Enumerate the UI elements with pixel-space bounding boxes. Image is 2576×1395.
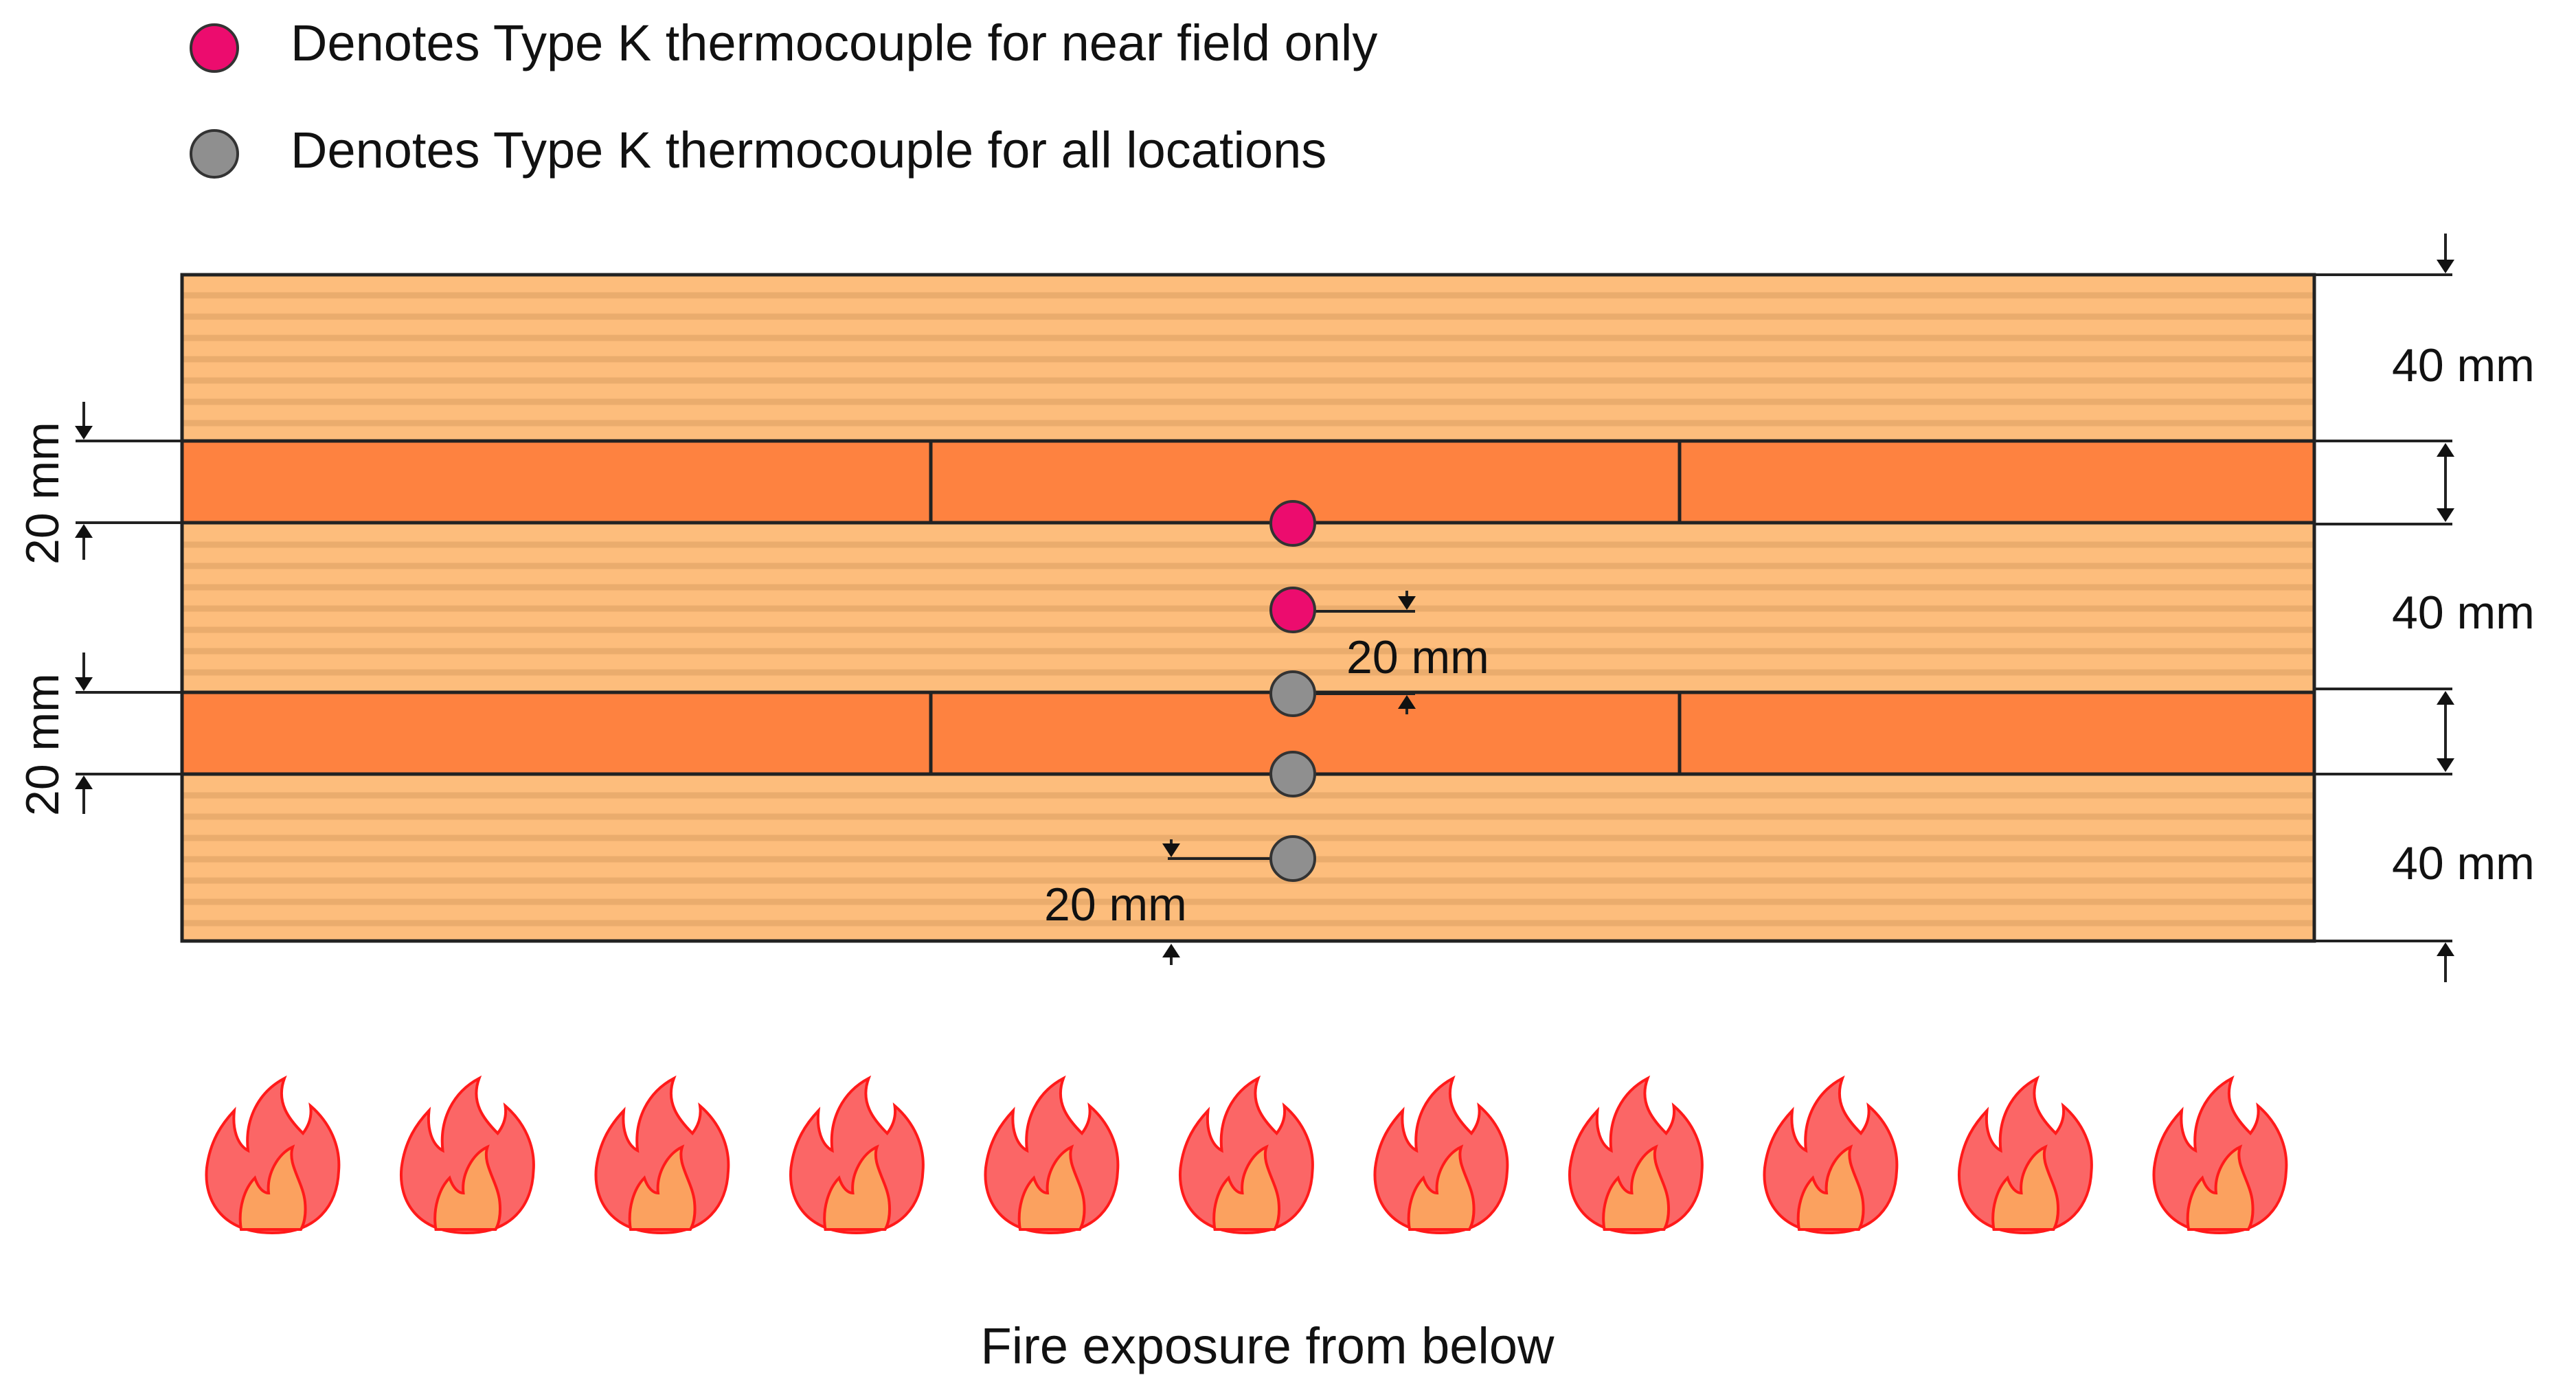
flame-inner <box>1212 1144 1280 1231</box>
flame-inner <box>1991 1144 2059 1231</box>
flame-outer <box>1568 1075 1704 1235</box>
flame-outer <box>1178 1075 1314 1235</box>
fire-row <box>205 1075 2288 1235</box>
all-locations-thermocouple-icon <box>190 129 239 179</box>
flame-icon <box>594 1075 730 1235</box>
near-field-thermocouple <box>1269 587 1316 633</box>
glue-layer <box>180 439 2316 525</box>
legend-label-near-field: Denotes Type K thermocouple for near fie… <box>291 14 1377 71</box>
all-locations-thermocouple <box>1269 670 1316 717</box>
dimension-label-right-top: 40 mm <box>2392 339 2535 392</box>
arrowhead-icon <box>75 775 93 789</box>
arrowhead-icon <box>75 426 93 440</box>
arrowhead-icon <box>2437 758 2454 772</box>
flame-outer <box>594 1075 730 1235</box>
arrowhead-icon <box>2437 508 2454 522</box>
legend-item-all-locations: Denotes Type K thermocouple for all loca… <box>190 122 1326 179</box>
legend: Denotes Type K thermocouple for near fie… <box>190 14 1377 179</box>
flame-outer <box>205 1075 341 1235</box>
flame-icon <box>1568 1075 1704 1235</box>
all-locations-thermocouple <box>1269 835 1316 882</box>
flame-icon <box>1373 1075 1509 1235</box>
arrowhead-icon <box>2437 443 2454 457</box>
flame-icon <box>1957 1075 2093 1235</box>
flame-icon <box>789 1075 925 1235</box>
flame-inner <box>628 1144 697 1231</box>
flame-icon <box>1763 1075 1899 1235</box>
thermocouples <box>1269 500 1316 882</box>
flame-outer <box>1763 1075 1899 1235</box>
flame-inner <box>238 1144 307 1231</box>
flame-outer <box>399 1075 535 1235</box>
flame-icon <box>984 1075 1120 1235</box>
flame-outer <box>2152 1075 2288 1235</box>
arrowhead-icon <box>75 677 93 691</box>
dimension-lines <box>75 234 2454 982</box>
arrowhead-icon <box>1398 596 1416 610</box>
thermocouple-spacing-label-lower: 20 mm <box>1044 878 1187 931</box>
flame-icon <box>205 1075 341 1235</box>
arrowhead-icon <box>1162 843 1180 857</box>
legend-label-all-locations: Denotes Type K thermocouple for all loca… <box>291 122 1326 179</box>
arrowhead-icon <box>1398 695 1416 709</box>
fire-exposure-caption: Fire exposure from below <box>981 1317 1555 1374</box>
dimension-label-right-bottom: 40 mm <box>2392 837 2535 889</box>
flame-icon <box>1178 1075 1314 1235</box>
arrowhead-icon <box>2437 691 2454 705</box>
arrowhead-icon <box>1162 944 1180 957</box>
flame-inner <box>1796 1144 1865 1231</box>
thermocouple-spacing-label-upper: 20 mm <box>1346 631 1489 683</box>
legend-item-near-field: Denotes Type K thermocouple for near fie… <box>190 14 1377 73</box>
flame-inner <box>823 1144 891 1231</box>
flame-outer <box>1957 1075 2093 1235</box>
dimension-label-left-top: 20 mm <box>16 422 69 565</box>
flame-inner <box>433 1144 501 1231</box>
flame-outer <box>1373 1075 1509 1235</box>
flame-inner <box>1407 1144 1476 1231</box>
glue-layer <box>180 690 2316 776</box>
glue-layers <box>180 439 2316 776</box>
dimension-label-left-bottom: 20 mm <box>16 673 69 816</box>
flame-outer <box>984 1075 1120 1235</box>
flame-icon <box>2152 1075 2288 1235</box>
flame-inner <box>1602 1144 1670 1231</box>
all-locations-thermocouple <box>1269 751 1316 797</box>
flame-inner <box>1017 1144 1086 1231</box>
arrowhead-icon <box>2437 942 2454 956</box>
dimension-label-right-middle: 40 mm <box>2392 587 2535 639</box>
near-field-thermocouple <box>1269 500 1316 547</box>
wood-grain-lines <box>182 292 2314 927</box>
arrowhead-icon <box>75 524 93 538</box>
arrowhead-icon <box>2437 260 2454 273</box>
near-field-thermocouple-icon <box>190 23 239 73</box>
flame-outer <box>789 1075 925 1235</box>
clt-panel <box>180 273 2316 943</box>
flame-inner <box>2186 1144 2255 1231</box>
flame-icon <box>399 1075 535 1235</box>
